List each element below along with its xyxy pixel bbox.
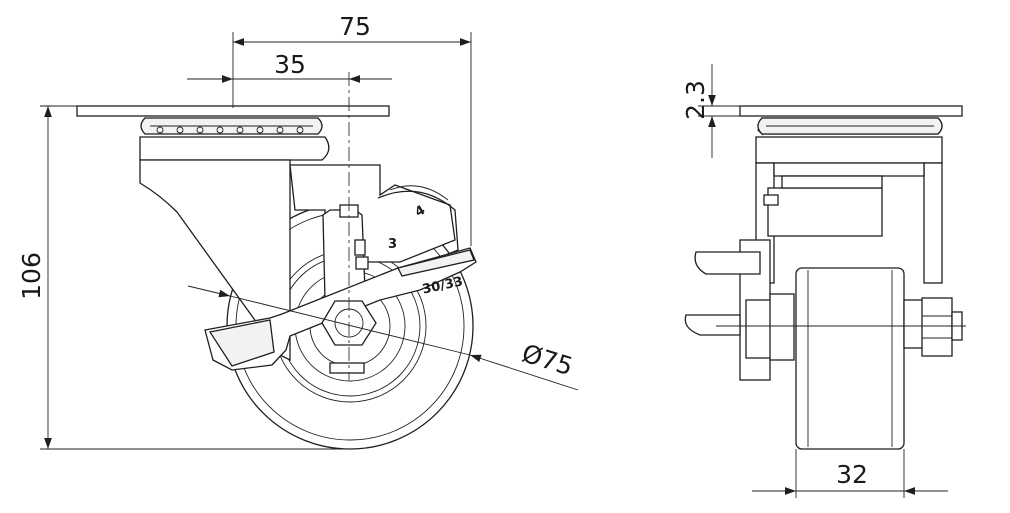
dim-plate-thickness: 2.3 (681, 64, 740, 158)
front-brake-block (767, 187, 883, 237)
front-pedal-upper (694, 251, 761, 275)
front-pedal-lower (684, 314, 741, 336)
front-axle-washer (903, 299, 925, 349)
dim-height: 106 (17, 105, 350, 450)
front-wheel (795, 267, 905, 450)
bearing-balls (156, 126, 304, 134)
front-top-plate (739, 105, 963, 117)
fork-leg-left (139, 159, 291, 362)
swivel-housing (139, 136, 330, 161)
front-axle-nut (921, 297, 953, 357)
front-swivel-housing (755, 136, 943, 164)
dim-label-75: 75 (339, 12, 371, 41)
dim-label-diameter: Ø75 (519, 338, 577, 381)
dim-width-overall: 75 (232, 12, 472, 246)
front-fork-right (923, 162, 943, 284)
dim-label-35: 35 (274, 50, 306, 79)
axle-spacer (329, 362, 365, 374)
dim-wheel-width: 32 (752, 449, 948, 498)
dim-offset: 35 (187, 50, 392, 83)
dim-label-32: 32 (836, 460, 868, 489)
dim-wheel-diameter: Ø75 (187, 285, 579, 391)
dim-label-106: 106 (17, 252, 46, 300)
brake-label-small: 3 (388, 237, 397, 252)
side-view: 3 30/33 4 (76, 72, 477, 450)
front-view (684, 105, 966, 450)
dim-label-2-3: 2.3 (681, 80, 710, 120)
